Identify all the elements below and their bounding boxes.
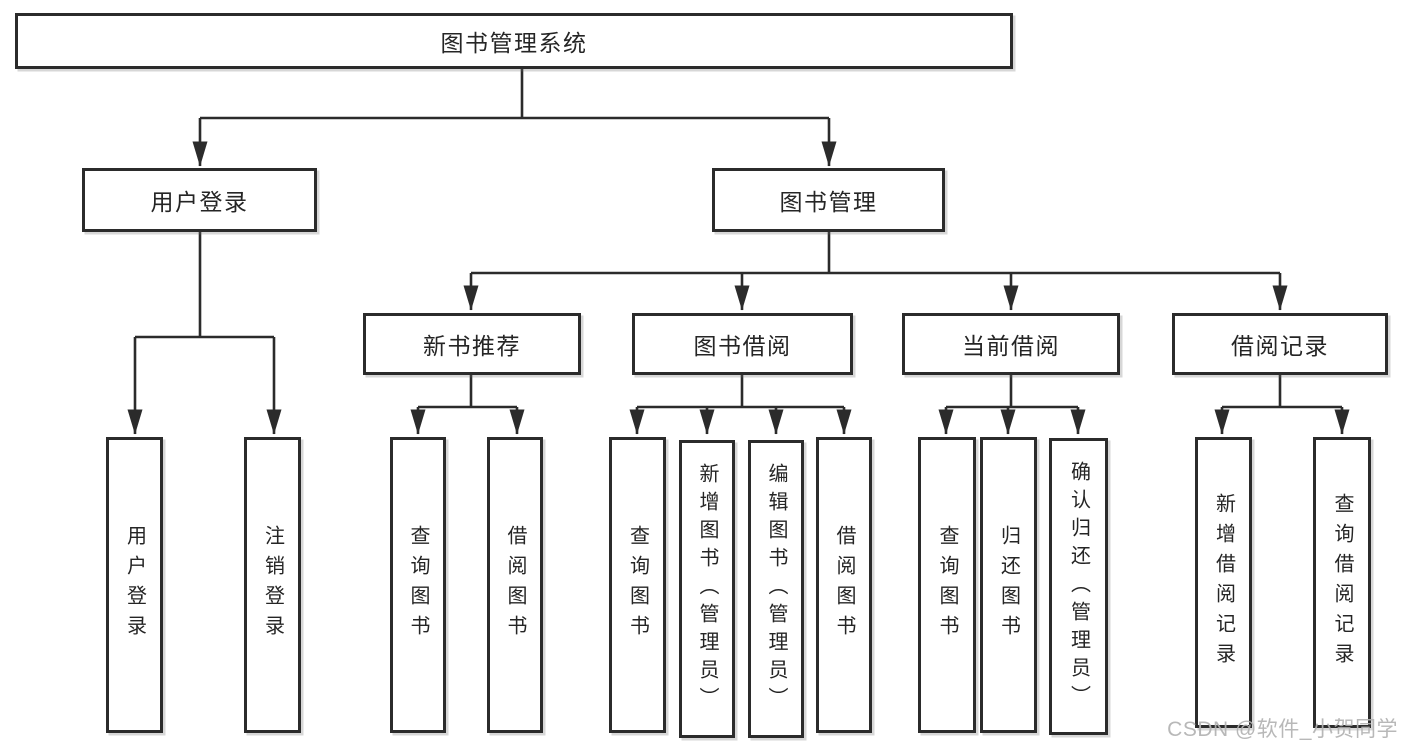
leaf-label: 查询图书 (626, 525, 649, 645)
node-borrowing-records: 借阅记录 (1172, 313, 1388, 375)
leaf-label: 查询图书 (407, 525, 429, 645)
connector-user-login-children (127, 232, 282, 435)
connector-borrow-records-children (1214, 375, 1350, 435)
leaf-edit-book-admin: 编辑图书（管理员） (748, 440, 804, 738)
leaf-return-book: 归还图书 (980, 437, 1037, 733)
node-label: 当前借阅 (962, 333, 1060, 359)
node-label: 新书推荐 (423, 333, 521, 359)
node-label: 图书借阅 (693, 333, 792, 359)
leaf-label: 用户登录 (123, 525, 146, 645)
leaf-label: 借阅图书 (504, 525, 526, 645)
leaf-user-login: 用户登录 (106, 437, 163, 733)
leaf-label: 查询借阅记录 (1331, 492, 1353, 673)
node-user-login: 用户登录 (82, 168, 317, 232)
node-label: 用户登录 (150, 189, 249, 215)
leaf-borrow-books-recommend: 借阅图书 (487, 437, 543, 733)
leaf-label: 查询图书 (936, 525, 958, 645)
leaf-label: 确认归还（管理员） (1067, 460, 1090, 713)
leaf-query-books-borrow: 查询图书 (609, 437, 666, 733)
leaf-label: 编辑图书（管理员） (765, 463, 787, 715)
node-label: 图书管理 (779, 189, 878, 215)
leaf-label: 归还图书 (997, 525, 1020, 645)
leaf-logout: 注销登录 (244, 437, 301, 733)
leaf-label: 新增图书（管理员） (696, 463, 718, 715)
node-book-borrowing: 图书借阅 (632, 313, 853, 375)
node-label: 借阅记录 (1231, 333, 1329, 359)
leaf-add-borrow-record: 新增借阅记录 (1195, 437, 1252, 728)
node-label: 图书管理系统 (440, 30, 588, 56)
leaf-query-books-recommend: 查询图书 (390, 437, 446, 733)
leaf-label: 注销登录 (261, 525, 284, 645)
connector-new-book-children (410, 375, 525, 435)
node-book-management: 图书管理 (712, 168, 945, 232)
connector-current-borrow-children (938, 375, 1086, 435)
leaf-label: 新增借阅记录 (1212, 492, 1235, 673)
node-new-book-recommendation: 新书推荐 (363, 313, 581, 375)
leaf-add-book-admin: 新增图书（管理员） (679, 440, 735, 738)
csdn-watermark: CSDN @软件_小贺同学 (1167, 718, 1398, 741)
leaf-query-books-current: 查询图书 (918, 437, 976, 733)
leaf-confirm-return-admin: 确认归还（管理员） (1049, 438, 1108, 735)
leaf-query-borrow-record: 查询借阅记录 (1313, 437, 1371, 728)
leaf-label: 借阅图书 (833, 525, 855, 645)
connector-root-to-level2 (192, 67, 837, 167)
node-library-management-system: 图书管理系统 (15, 13, 1013, 69)
connector-book-management-children (463, 232, 1288, 311)
leaf-borrow-books-borrow: 借阅图书 (816, 437, 872, 733)
connector-book-borrow-children (629, 375, 852, 435)
node-current-borrowing: 当前借阅 (902, 313, 1120, 375)
